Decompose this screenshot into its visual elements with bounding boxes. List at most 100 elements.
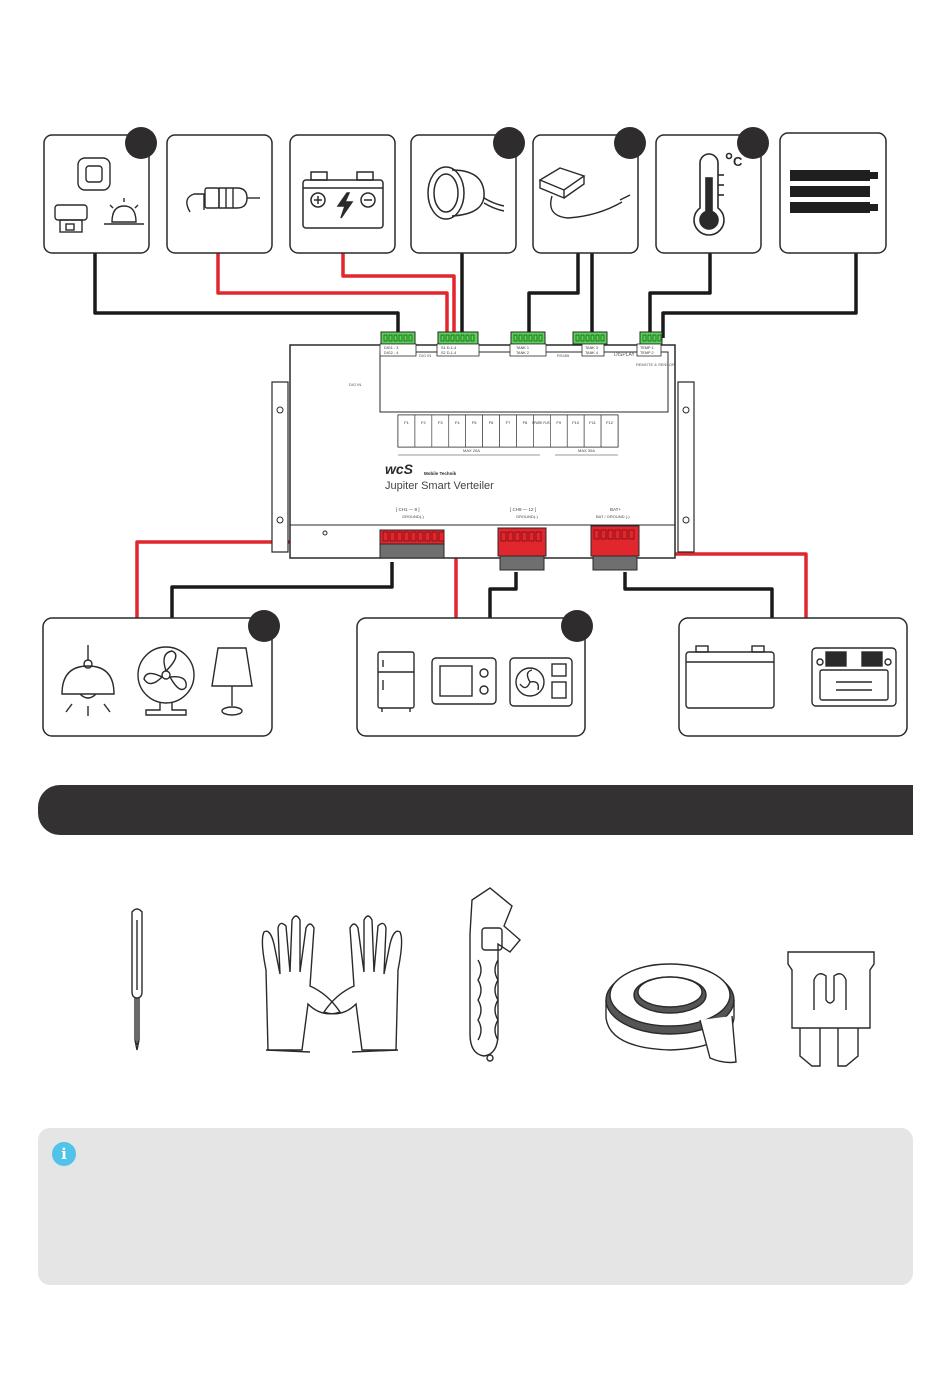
- marker-dot: [248, 610, 280, 642]
- pin: [528, 334, 533, 342]
- air-conditioner-icon: [509, 657, 573, 707]
- wire-sensor: [93, 253, 400, 338]
- max-label: MAX 20A: [463, 448, 480, 453]
- connector-tank12: TANK 1 TANK 2: [509, 331, 547, 357]
- marker-dot: [561, 610, 593, 642]
- pin: [528, 531, 535, 542]
- pin: [393, 334, 398, 342]
- table-lamp-icon: [211, 647, 253, 716]
- box-loads-large: [356, 617, 586, 737]
- pin: [533, 334, 538, 342]
- pin: [388, 334, 393, 342]
- pin: [600, 334, 605, 342]
- wire-bus: [661, 253, 858, 338]
- tools-section-header: [38, 785, 913, 835]
- pin: [403, 334, 408, 342]
- svg-text:TANK 1: TANK 1: [516, 346, 529, 350]
- wire-tank1: [527, 253, 580, 338]
- box-battery-charger: [289, 134, 396, 254]
- fuse-label: SPARE FUSE: [532, 421, 552, 425]
- bottom-range: [ CH9 — 12 ]: [510, 507, 536, 512]
- wire-load1-black: [170, 562, 394, 618]
- svg-text:TEMP 2: TEMP 2: [640, 351, 654, 355]
- bus-bars-icon: [790, 170, 878, 213]
- small-label: REMOTE & SENSOR: [636, 362, 675, 367]
- wire-temp: [648, 253, 712, 338]
- pin: [383, 334, 388, 342]
- marker-dot: [614, 127, 646, 159]
- pin: [438, 531, 445, 542]
- pin: [398, 334, 403, 342]
- brand-logo: wcS: [385, 461, 414, 477]
- tools-illustration: [131, 887, 875, 1067]
- top-components: [43, 132, 887, 254]
- bottom-label: BAT / GROUND (-): [596, 514, 630, 519]
- marker-dot: [493, 127, 525, 159]
- pin: [500, 531, 507, 542]
- pin: [514, 531, 521, 542]
- bottom-label: GROUND(-): [402, 514, 424, 519]
- small-label: DISPLAY: [614, 352, 635, 358]
- screwdriver-icon: [131, 908, 143, 1051]
- battery-charging-icon: [302, 171, 384, 229]
- tank-sensor-icon: [538, 167, 631, 219]
- pin: [521, 531, 528, 542]
- pin: [621, 529, 628, 540]
- pin: [657, 334, 662, 342]
- pin: [607, 529, 614, 540]
- fridge-icon: [377, 651, 415, 712]
- pin: [652, 334, 657, 342]
- pin: [513, 334, 518, 342]
- fuse-slot: [600, 414, 619, 448]
- pin: [445, 334, 450, 342]
- box-loads-small: [42, 617, 273, 737]
- fuse-label: F4: [455, 420, 460, 425]
- info-icon: i: [52, 1142, 76, 1166]
- water-pump-icon: [186, 187, 260, 213]
- pin: [642, 334, 647, 342]
- thermometer-icon: C: [693, 152, 743, 236]
- connector-pins: [383, 334, 662, 342]
- pin: [403, 531, 410, 542]
- wire-bat-black: [623, 572, 774, 618]
- fuse-label: F3: [438, 420, 443, 425]
- svg-text:S1 D-1-4: S1 D-1-4: [441, 346, 456, 350]
- svg-text:DIG1 - 3: DIG1 - 3: [384, 346, 398, 350]
- svg-text:S2 D-1-4: S2 D-1-4: [441, 351, 456, 355]
- gloves-icon: [261, 915, 403, 1053]
- pin: [614, 529, 621, 540]
- fuse-label: F7: [506, 420, 511, 425]
- pin: [424, 531, 431, 542]
- bottom-label: GROUND(-): [516, 514, 538, 519]
- info-box: i: [38, 1128, 913, 1285]
- pin: [417, 531, 424, 542]
- pin: [440, 334, 445, 342]
- small-label: DIG IN: [419, 353, 431, 358]
- fuse-label: F10: [572, 420, 580, 425]
- wire-stripper-icon: [469, 887, 521, 1062]
- pin: [585, 334, 590, 342]
- svg-text:TANK 3: TANK 3: [585, 346, 598, 350]
- pin: [538, 334, 543, 342]
- battery-monitor-icon: [811, 647, 897, 707]
- pin: [590, 334, 595, 342]
- fan-icon: [137, 646, 195, 716]
- bottom-connectors: [379, 525, 640, 571]
- insulating-tape-icon: [605, 963, 737, 1064]
- bottom-range: BAT+: [610, 507, 621, 512]
- pin: [575, 334, 580, 342]
- pin: [518, 334, 523, 342]
- box-power-source: [678, 617, 908, 737]
- svg-text:DIG2 - 4: DIG2 - 4: [384, 351, 398, 355]
- pin: [580, 334, 585, 342]
- connector-switch: S1 D-1-4 S2 D-1-4: [436, 331, 480, 357]
- box-tank-sensor: [532, 134, 639, 254]
- mount-plate: [271, 381, 695, 553]
- pin: [535, 531, 542, 542]
- pin: [382, 531, 389, 542]
- control-panel-icon: [431, 657, 497, 705]
- connector-dig: DIG1 - 3 DIG2 - 4: [379, 331, 417, 357]
- pin: [507, 531, 514, 542]
